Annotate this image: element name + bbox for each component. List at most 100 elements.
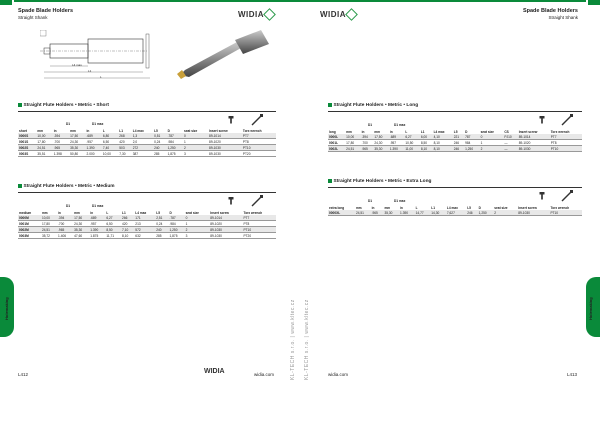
- table-cell: 24,30: [70, 139, 79, 144]
- table-cell: 11,00: [405, 146, 414, 151]
- part-number-cell: 0002L: [329, 146, 339, 151]
- table-cell: 10,00: [102, 151, 111, 156]
- col-seat: seat size: [185, 211, 199, 215]
- col-in: in: [53, 129, 57, 133]
- table-cell: 572: [135, 227, 141, 232]
- table-cell: 89-1014: [210, 215, 222, 220]
- table-cell: 6,80: [102, 133, 110, 138]
- col-mm2: mm: [384, 206, 391, 210]
- table-cell: 6,27: [106, 215, 113, 220]
- part-number-cell: 0001L: [329, 140, 339, 145]
- table-cell: 17,50: [374, 134, 383, 139]
- col-L5: L5: [467, 206, 471, 210]
- col-L5: L5: [154, 129, 158, 133]
- table-cell: 10,50: [405, 140, 414, 145]
- table-cell: 1,250: [169, 227, 178, 232]
- col-in2: in: [86, 129, 90, 133]
- table-cell: 1.390: [90, 227, 99, 232]
- table-cell: 8,50: [106, 227, 113, 232]
- table-cell: 89-1014: [209, 133, 221, 138]
- dim-l: L: [100, 75, 102, 79]
- table-cell: 7,10: [122, 227, 129, 232]
- top-bar-left: [0, 0, 12, 5]
- table-cell: 285: [156, 233, 162, 238]
- col-L1: L1: [431, 206, 435, 210]
- table-cell: 0,24: [156, 221, 163, 226]
- table-cell: 1,3: [132, 133, 138, 138]
- table-cell: 240: [154, 145, 160, 150]
- section-rule: [328, 187, 582, 188]
- side-tab-left[interactable]: [0, 277, 14, 337]
- table-cell: 24,30: [374, 140, 383, 145]
- table-cell: 503: [119, 145, 125, 150]
- d1max-header: D1 max: [92, 122, 104, 126]
- table-cell: PT10: [550, 210, 559, 215]
- table-cell: 6,27: [405, 134, 412, 139]
- table-cell: 89-1030: [518, 146, 531, 151]
- table-cell: 1,250: [478, 210, 487, 215]
- col-screw: Insert screw: [210, 211, 229, 215]
- table-cell: 17,80: [346, 140, 355, 145]
- top-bar-right-thin: [300, 0, 586, 2]
- side-tab-right[interactable]: [586, 277, 600, 337]
- col-seat: seat size: [183, 129, 198, 133]
- table-cell: 0,51: [154, 133, 161, 138]
- screw-icon: [228, 197, 234, 205]
- table-cell: PT10: [243, 227, 252, 232]
- table-cell: 89-1014: [518, 134, 531, 139]
- table-cell: 89-1030: [518, 210, 530, 215]
- table-cell: 246: [467, 210, 473, 215]
- table-cell: 2: [183, 145, 186, 150]
- widia-logo-left: WIDIA: [238, 8, 276, 21]
- col-mm2: mm: [374, 130, 381, 134]
- table-cell: 89-1030: [210, 227, 222, 232]
- footer-url-right[interactable]: widia.com: [328, 372, 349, 377]
- col-first: long: [329, 130, 336, 134]
- logo-mark-icon: [263, 8, 276, 21]
- col-wrench: Torx wrench: [242, 129, 262, 133]
- header-left-subtitle: Straight Shank: [18, 15, 48, 20]
- col-wrench: Torx wrench: [550, 130, 570, 134]
- col-L1: L1: [122, 211, 126, 215]
- col-screw: Insert screw: [518, 130, 538, 134]
- footer-logo: WIDIA: [204, 368, 225, 375]
- table-cell: 1.406: [58, 233, 67, 238]
- part-number-cell: 0003M: [19, 233, 29, 238]
- table-cell: .700: [361, 140, 368, 145]
- logo-mark-icon: [345, 8, 358, 21]
- col-first: short: [19, 129, 27, 133]
- logo-text: WIDIA: [320, 10, 347, 19]
- section-title-text: Straight Flute Holders • Metric • Short: [23, 103, 109, 109]
- table-cell: 6,50: [106, 221, 113, 226]
- table-cell: .700: [53, 139, 60, 144]
- table-cell: 213: [135, 221, 141, 226]
- col-mm2: mm: [70, 129, 76, 133]
- table-cell: 272: [132, 145, 139, 150]
- header-right-title: Spade Blade Holders: [522, 8, 578, 14]
- table-short: short mm in mm in L L1 L4 max L5 D seat …: [18, 128, 276, 157]
- footer-url-left[interactable]: widia.com: [254, 372, 275, 377]
- header-left-title: Spade Blade Holders: [18, 8, 74, 14]
- wrench-icon: [251, 114, 263, 126]
- table-cell: 2: [480, 146, 483, 151]
- part-number-cell: 0000L: [329, 134, 339, 139]
- col-L: L: [415, 206, 418, 210]
- col-seat: seat size: [480, 130, 494, 134]
- table-long: long mm in mm in L L1 L4 max L5 D seat s…: [328, 129, 582, 152]
- table-cell: PT20: [242, 151, 251, 156]
- wrench-icon: [251, 195, 263, 207]
- col-L5: L5: [453, 130, 458, 134]
- table-cell: 420: [119, 139, 125, 144]
- part-number-cell: 0000XL: [329, 210, 341, 215]
- side-label-left: Holemaking: [4, 297, 9, 320]
- table-cell: 0: [480, 134, 483, 139]
- d1max-header: D1 max: [92, 204, 104, 208]
- table-cell: 24,51: [37, 145, 46, 150]
- col-L: L: [405, 130, 408, 134]
- table-cell: 0,24: [154, 139, 161, 144]
- col-in2: in: [90, 211, 94, 215]
